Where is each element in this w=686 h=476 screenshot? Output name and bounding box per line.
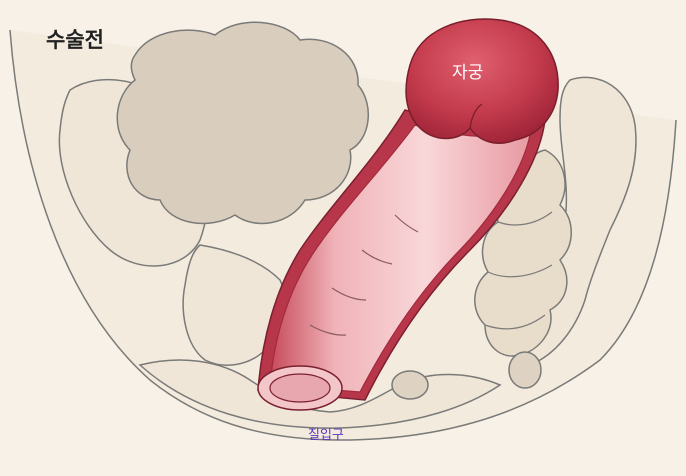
vaginal-opening-inner bbox=[270, 374, 330, 402]
bladder bbox=[117, 22, 368, 223]
vaginal-opening-label: 질입구 bbox=[308, 424, 344, 443]
coccyx-knob bbox=[509, 352, 541, 388]
anal-opening bbox=[392, 371, 428, 399]
uterus-label: 자궁 bbox=[452, 58, 483, 83]
title-label: 수술전 bbox=[46, 24, 104, 54]
